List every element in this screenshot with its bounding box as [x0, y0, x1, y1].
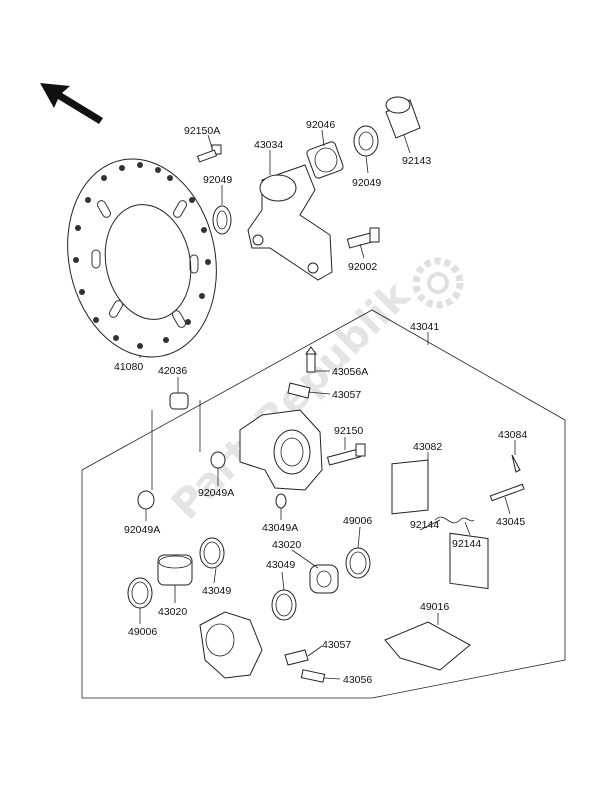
seal-43049-mid	[199, 537, 225, 569]
label-43056: 43056	[343, 674, 372, 686]
label-92049A-left: 92049A	[124, 524, 160, 536]
caliper-assembly-outline	[81, 309, 566, 699]
seal-92049A-mid	[210, 451, 226, 469]
label-49006-low: 49006	[128, 626, 157, 638]
bearing-92046	[306, 141, 344, 179]
shim-49016	[384, 621, 471, 671]
seal-49006-low	[127, 577, 153, 609]
label-43045: 43045	[496, 516, 525, 528]
label-43084: 43084	[498, 429, 527, 441]
label-92049-right: 92049	[352, 177, 381, 189]
seal-43049-low	[271, 589, 297, 621]
label-49016: 49016	[420, 601, 449, 613]
label-92046: 92046	[306, 119, 335, 131]
label-92144-right: 92144	[452, 538, 481, 550]
spring-92144	[434, 516, 475, 524]
brake-disc	[67, 158, 217, 358]
seal-92049A-left	[137, 490, 155, 510]
label-43020-low: 43020	[158, 606, 187, 618]
piston-43020-mid	[309, 564, 339, 594]
label-41080: 41080	[114, 361, 143, 373]
label-43057-top: 43057	[332, 389, 361, 401]
label-43041: 43041	[410, 321, 439, 333]
label-92150A: 92150A	[184, 125, 220, 137]
piston-43020-low	[157, 554, 193, 586]
label-43034: 43034	[254, 139, 283, 151]
clip-43084	[511, 454, 521, 473]
label-92150: 92150	[334, 425, 363, 437]
label-43057-low: 43057	[322, 639, 351, 651]
caliper-body	[239, 409, 323, 491]
bleeder-43056A	[305, 346, 317, 373]
label-92144-left: 92144	[410, 519, 439, 531]
brake-pad-43082-rear	[449, 532, 489, 590]
label-43049A: 43049A	[262, 522, 298, 534]
label-43020-mid: 43020	[272, 539, 301, 551]
label-49006-right: 49006	[343, 515, 372, 527]
label-43049-mid: 43049	[202, 585, 231, 597]
brake-pad-43082-front	[391, 459, 429, 515]
cap-43057-low	[284, 649, 309, 666]
seal-92049-right	[353, 125, 379, 157]
seal-43049A	[275, 493, 287, 509]
collar-92143	[385, 96, 421, 139]
bleeder-43056	[300, 669, 326, 683]
part-labels: 92150A 43034 92046 92049 92049 92143 920…	[114, 119, 527, 686]
caliper-lower-half	[199, 611, 263, 679]
label-92049A-mid: 92049A	[198, 487, 234, 499]
label-92143: 92143	[402, 155, 431, 167]
bolt-92150	[326, 443, 366, 466]
leader-lines	[139, 129, 516, 680]
gear-logo-icon	[412, 257, 464, 309]
caliper-bracket-43034	[247, 164, 333, 281]
label-43082: 43082	[413, 441, 442, 453]
bolt-92150A	[196, 144, 222, 163]
label-43049-low: 43049	[266, 559, 295, 571]
label-92049-top: 92049	[203, 174, 232, 186]
seal-49006-right	[345, 547, 371, 579]
label-42036: 42036	[158, 365, 187, 377]
collar-42036	[151, 392, 201, 490]
label-43056A: 43056A	[332, 366, 368, 378]
pin-43045	[489, 483, 525, 502]
seal-92049-left	[212, 205, 232, 235]
direction-arrow-icon	[40, 83, 103, 124]
bolt-92002	[346, 227, 380, 249]
label-92002: 92002	[348, 261, 377, 273]
cap-43057-top	[287, 382, 311, 399]
